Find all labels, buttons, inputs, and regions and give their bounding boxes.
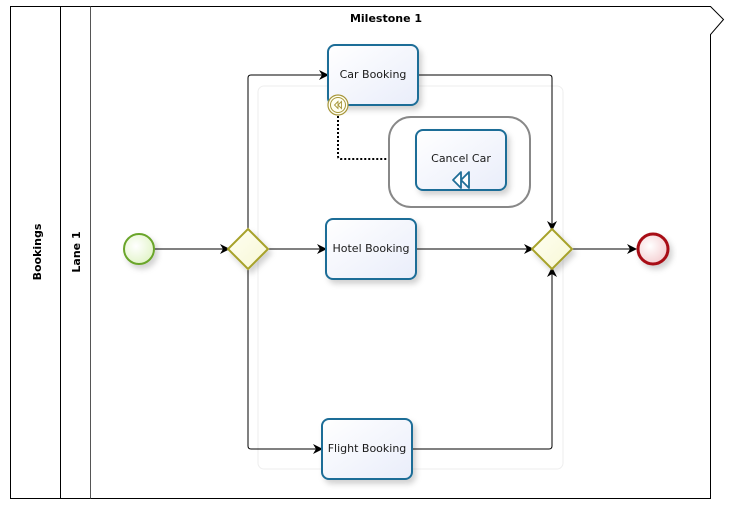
compensation-icon (452, 171, 470, 189)
start-event[interactable] (123, 233, 155, 265)
flow-car-to-join[interactable] (418, 74, 557, 231)
end-event[interactable] (636, 232, 670, 266)
task-cancel-car[interactable]: Cancel Car (415, 129, 507, 191)
compensation-boundary-event[interactable] (327, 94, 349, 116)
join-gateway[interactable] (530, 227, 574, 271)
milestone-label[interactable]: Milestone 1 (350, 12, 422, 25)
rewind-icon (333, 100, 342, 110)
task-hotel-booking[interactable]: Hotel Booking (325, 218, 417, 280)
task-flight-booking[interactable]: Flight Booking (321, 418, 413, 480)
compensation-association[interactable] (337, 116, 416, 160)
sequence-flows (154, 70, 637, 454)
flow-split-to-car[interactable] (247, 70, 329, 230)
lane-label[interactable]: Lane 1 (70, 231, 83, 272)
task-car-booking[interactable]: Car Booking (327, 44, 419, 106)
task-flight-booking-label: Flight Booking (328, 442, 407, 455)
pool-label[interactable]: Bookings (31, 223, 44, 280)
split-gateway[interactable] (226, 227, 270, 271)
task-cancel-car-label: Cancel Car (431, 152, 491, 165)
flow-split-to-flight[interactable] (247, 268, 323, 454)
flow-flight-to-join[interactable] (412, 267, 557, 450)
task-car-booking-label: Car Booking (340, 68, 407, 81)
task-hotel-booking-label: Hotel Booking (332, 242, 409, 255)
